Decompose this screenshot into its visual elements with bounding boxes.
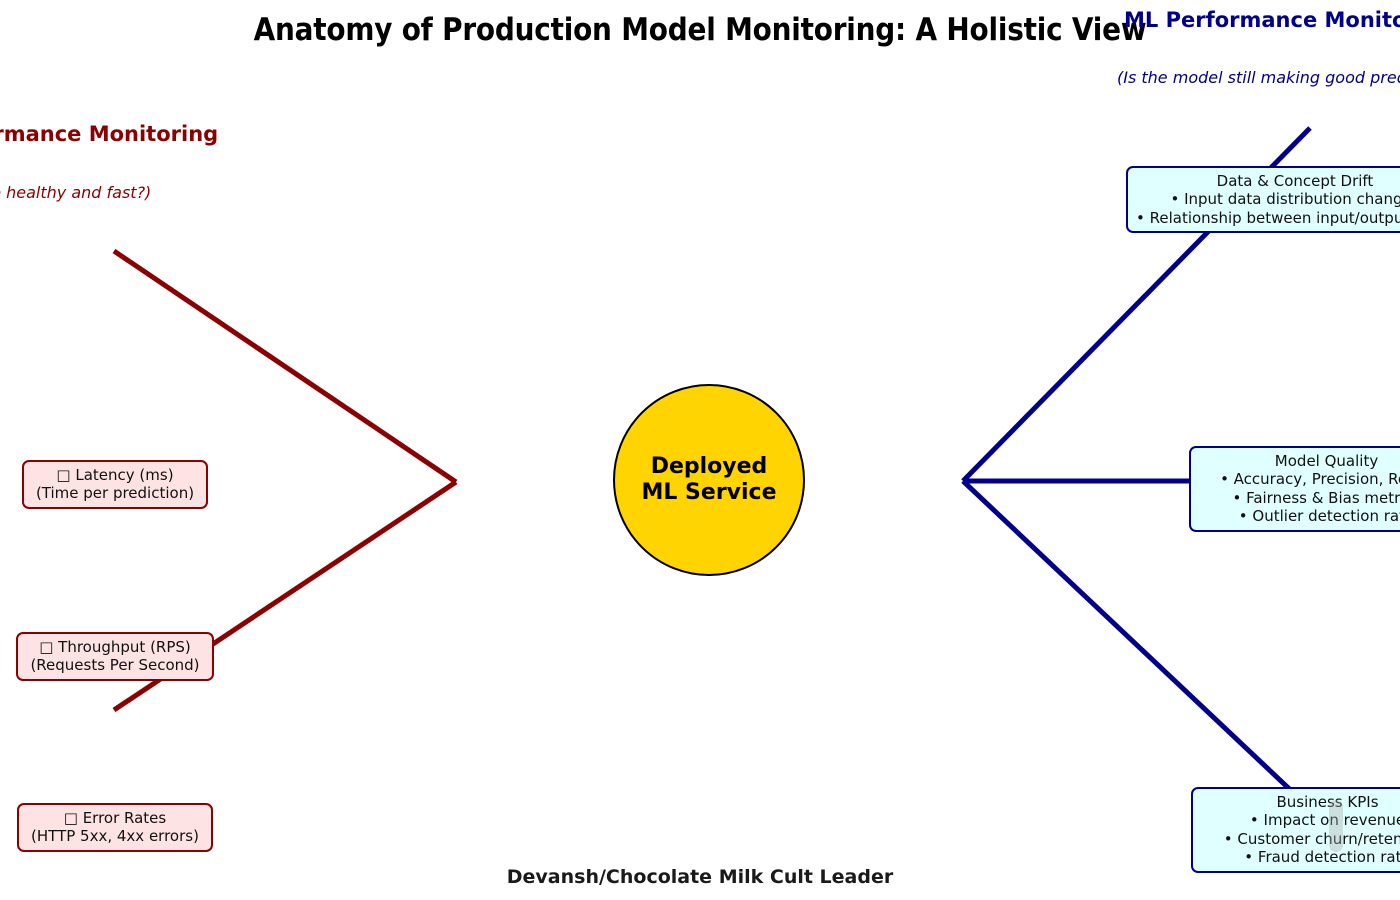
branch-heading-ml-performance: ML Performance Monitoring [1124,8,1400,32]
branch-heading-system-performance: System Performance Monitoring [0,122,219,146]
branch-subheading-system-performance: (Is the service healthy and fast?) [0,183,152,202]
leaf-error-rates-line-2: (HTTP 5xx, 4xx errors) [31,827,199,846]
leaf-drift-line-1: Data & Concept Drift [1216,172,1374,190]
center-node-line-2: ML Service [641,480,777,505]
center-node-line-1: Deployed [650,454,768,480]
footer-credit: Devansh/Chocolate Milk Cult Leader [506,866,894,888]
leaf-kpi-line-3: • Customer churn/retention [1223,829,1400,848]
page-title: Anatomy of Production Model Monitoring: … [253,12,1147,48]
deployed-ml-service-node[interactable]: Deployed ML Service [613,384,805,576]
leaf-latency-line-1: □ Latency (ms) [56,466,174,484]
watermark-artifact [1329,800,1343,852]
leaf-error-rates-line-1: □ Error Rates [63,809,167,827]
leaf-kpi-line-4: • Fraud detection rate [1244,848,1400,867]
leaf-kpi-line-1: Business KPIs [1276,793,1379,811]
leaf-throughput-line-2: (Requests Per Second) [30,656,200,675]
leaf-quality-line-3: • Fairness & Bias metrics [1232,488,1400,507]
leaf-box-throughput[interactable]: □ Throughput (RPS) (Requests Per Second) [16,632,214,681]
branch-subheading-ml-performance: (Is the model still making good predicti… [1117,68,1400,87]
leaf-box-error-rates[interactable]: □ Error Rates (HTTP 5xx, 4xx errors) [17,803,213,852]
leaf-latency-line-2: (Time per prediction) [35,484,195,503]
leaf-quality-line-4: • Outlier detection rate [1238,507,1400,526]
leaf-drift-line-2: • Input data distribution changes [1170,190,1400,209]
leaf-box-business-kpis[interactable]: Business KPIs • Impact on revenue • Cust… [1191,787,1400,873]
leaf-drift-line-3: • Relationship between input/output shif… [1136,208,1400,227]
leaf-box-data-concept-drift[interactable]: Data & Concept Drift • Input data distri… [1126,166,1400,234]
leaf-kpi-line-2: • Impact on revenue [1249,811,1400,830]
leaf-quality-line-1: Model Quality [1274,452,1379,470]
leaf-box-latency[interactable]: □ Latency (ms) (Time per prediction) [22,460,208,509]
leaf-box-model-quality[interactable]: Model Quality • Accuracy, Precision, Rec… [1189,446,1400,532]
leaf-quality-line-2: • Accuracy, Precision, Recall [1220,470,1400,489]
leaf-throughput-line-1: □ Throughput (RPS) [39,638,191,656]
system-spine-upper [112,248,458,485]
